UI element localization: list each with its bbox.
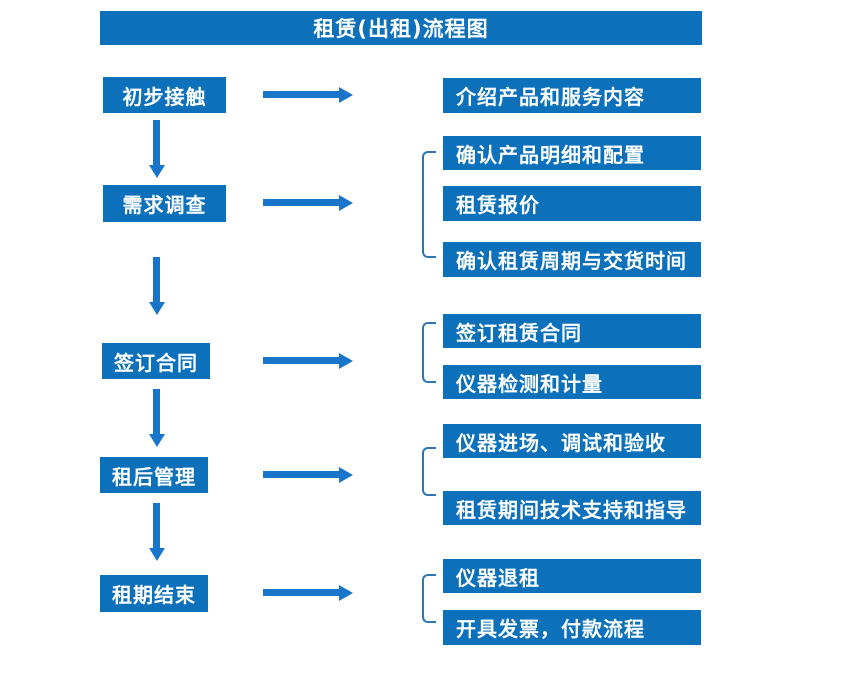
detail-box: 确认产品明细和配置	[443, 136, 701, 170]
arrow-head	[149, 434, 165, 447]
arrow-head	[339, 87, 353, 103]
down-arrow-icon	[149, 503, 165, 561]
detail-box: 租赁期间技术支持和指导	[443, 491, 701, 525]
right-arrow-icon	[263, 467, 353, 483]
right-arrow-icon	[263, 585, 353, 601]
arrow-shaft	[153, 503, 160, 549]
arrow-shaft	[263, 199, 341, 206]
group-bracket	[422, 151, 436, 258]
step-box-sign-contract: 签订合同	[102, 343, 210, 379]
arrow-head	[339, 195, 353, 211]
detail-box: 仪器检测和计量	[443, 365, 701, 399]
down-arrow-icon	[149, 120, 165, 178]
step-box-initial-contact: 初步接触	[103, 77, 226, 113]
down-arrow-icon	[149, 257, 165, 315]
detail-box: 确认租赁周期与交货时间	[443, 242, 701, 277]
right-arrow-icon	[263, 87, 353, 103]
detail-box: 仪器进场、调试和验收	[443, 424, 701, 458]
detail-box: 签订租赁合同	[443, 314, 701, 348]
arrow-shaft	[153, 389, 160, 435]
arrow-shaft	[263, 357, 341, 364]
arrow-shaft	[263, 589, 341, 596]
arrow-head	[339, 353, 353, 369]
right-arrow-icon	[263, 353, 353, 369]
right-arrow-icon	[263, 195, 353, 211]
step-box-rental-end: 租期结束	[100, 575, 208, 612]
arrow-shaft	[263, 471, 341, 478]
arrow-head	[149, 165, 165, 178]
detail-box: 租赁报价	[443, 186, 701, 221]
step-box-requirement-survey: 需求调查	[103, 185, 226, 222]
arrow-shaft	[263, 91, 341, 98]
arrow-head	[339, 467, 353, 483]
group-bracket	[422, 322, 436, 383]
arrow-shaft	[153, 120, 160, 166]
detail-box: 仪器退租	[443, 559, 701, 593]
arrow-head	[149, 302, 165, 315]
arrow-head	[149, 548, 165, 561]
detail-box: 开具发票，付款流程	[443, 610, 701, 645]
arrow-head	[339, 585, 353, 601]
group-bracket	[422, 447, 436, 496]
arrow-shaft	[153, 257, 160, 303]
group-bracket	[422, 574, 436, 623]
flowchart-title: 租赁(出租)流程图	[100, 11, 702, 45]
down-arrow-icon	[149, 389, 165, 447]
detail-box: 介绍产品和服务内容	[443, 78, 701, 113]
step-box-post-rental-management: 租后管理	[100, 457, 208, 493]
